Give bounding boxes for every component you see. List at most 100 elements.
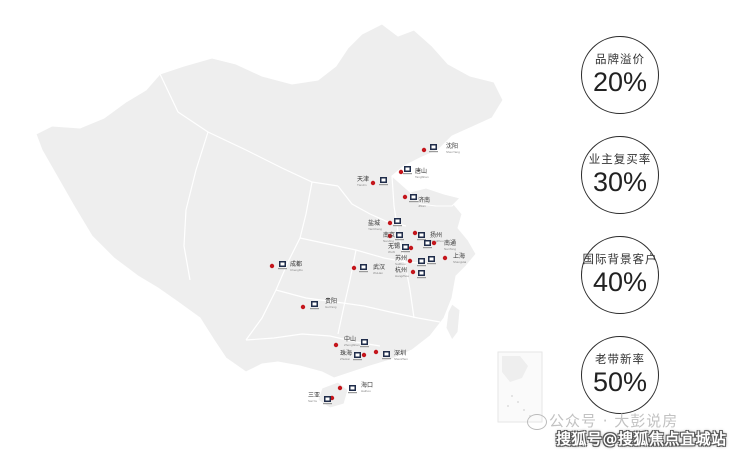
city-label: 天津 — [357, 176, 369, 183]
china-mainland-shape — [35, 23, 504, 379]
developer-logo-icon — [417, 232, 426, 241]
city-pinyin-label: GuiYang — [325, 305, 337, 309]
stat-label: 业主复买率 — [588, 154, 652, 166]
shandong-peninsula — [409, 187, 461, 207]
stat-value: 40% — [592, 267, 648, 297]
city-label: 唐山 — [415, 167, 427, 175]
city-pinyin-label: ZhuHai — [340, 357, 350, 361]
developer-logo-icon — [393, 218, 402, 227]
city-label: 武汉 — [373, 263, 385, 271]
stat-international-clients: 国际背景客户 40% — [581, 236, 659, 314]
city-label: 盐城 — [368, 219, 380, 227]
developer-logo-icon — [395, 232, 404, 241]
developer-logo-icon — [403, 166, 412, 175]
city-label: 济南 — [418, 196, 430, 204]
stat-referral-rate: 老带新率 50% — [581, 336, 659, 414]
city-label: 无锡 — [388, 242, 400, 250]
south-china-sea-inset — [497, 351, 543, 423]
watermark-site: 搜狐号@搜狐焦点宜城站 — [556, 430, 727, 448]
developer-logo-icon — [409, 194, 418, 203]
city-dot — [442, 255, 448, 261]
city-dot — [387, 220, 393, 226]
stat-value: 30% — [592, 167, 648, 197]
city-pinyin-label: YangZhou — [430, 239, 444, 243]
stat-brand-premium: 品牌溢价 20% — [581, 36, 659, 114]
developer-logo-icon — [310, 301, 319, 310]
city-pinyin-label: ShangHai — [453, 260, 467, 264]
city-label: 杭州 — [395, 266, 407, 274]
city-pinyin-label: ChengDu — [290, 268, 303, 272]
city-dot — [408, 245, 414, 251]
city-pinyin-label: ShenYang — [446, 150, 460, 154]
city-label: 海口 — [361, 381, 373, 389]
city-dot — [410, 269, 416, 275]
developer-logo-icon — [417, 270, 426, 279]
city-dot — [431, 240, 437, 246]
city-pinyin-label: TangShan — [415, 175, 429, 179]
city-dot — [333, 342, 339, 348]
hainan-shape — [317, 381, 349, 409]
city-dot — [407, 258, 413, 264]
city-pinyin-label: ZhongShan — [344, 343, 360, 347]
city-label: 南通 — [444, 239, 456, 247]
developer-logo-icon — [382, 351, 391, 360]
city-pinyin-label: WuHan — [373, 271, 383, 275]
stat-label: 老带新率 — [595, 354, 645, 366]
city-label: 南京 — [383, 231, 395, 239]
developer-logo-icon — [323, 396, 332, 405]
city-pinyin-label: NanJing — [383, 239, 394, 243]
city-markers: 沈阳ShenYang唐山TangShan天津TianJin济南JiNan盐城Ya… — [269, 142, 467, 405]
city-pinyin-label: JiNan — [418, 204, 426, 208]
city-pinyin-label: WuXi — [388, 250, 395, 254]
city-pinyin-label: HaiKou — [361, 389, 371, 393]
city-label: 上海 — [453, 252, 465, 260]
stat-owner-repurchase-rate: 业主复买率 30% — [581, 136, 659, 214]
city-pinyin-label: SanYa — [308, 399, 317, 403]
city-label: 沈阳 — [446, 142, 458, 150]
developer-logo-icon — [359, 264, 368, 273]
city-pinyin-label: YanCheng — [368, 227, 382, 231]
city-dot — [373, 349, 379, 355]
developer-logo-icon — [353, 352, 362, 361]
stat-value: 20% — [592, 67, 648, 97]
city-pinyin-label: HangZhou — [395, 274, 409, 278]
city-dot — [370, 180, 376, 186]
city-label: 贵阳 — [325, 297, 337, 305]
wechat-icon — [527, 414, 547, 430]
city-pinyin-label: TianJin — [357, 183, 367, 187]
taiwan-shape — [445, 303, 461, 341]
city-dot — [351, 265, 357, 271]
city-dot — [398, 169, 404, 175]
city-label: 中山 — [344, 335, 356, 343]
city-label: 苏州 — [395, 254, 407, 262]
developer-logo-icon — [278, 261, 287, 270]
city-label: 扬州 — [430, 231, 442, 239]
developer-logo-icon — [417, 258, 426, 267]
developer-logo-icon — [429, 144, 438, 153]
city-dot — [387, 233, 393, 239]
stat-label: 品牌溢价 — [595, 54, 645, 66]
city-pinyin-label: SuZhou — [395, 262, 406, 266]
developer-logo-icon — [360, 339, 369, 348]
developer-logo-icon — [401, 244, 410, 253]
city-dot — [361, 352, 367, 358]
city-dot — [269, 263, 275, 269]
